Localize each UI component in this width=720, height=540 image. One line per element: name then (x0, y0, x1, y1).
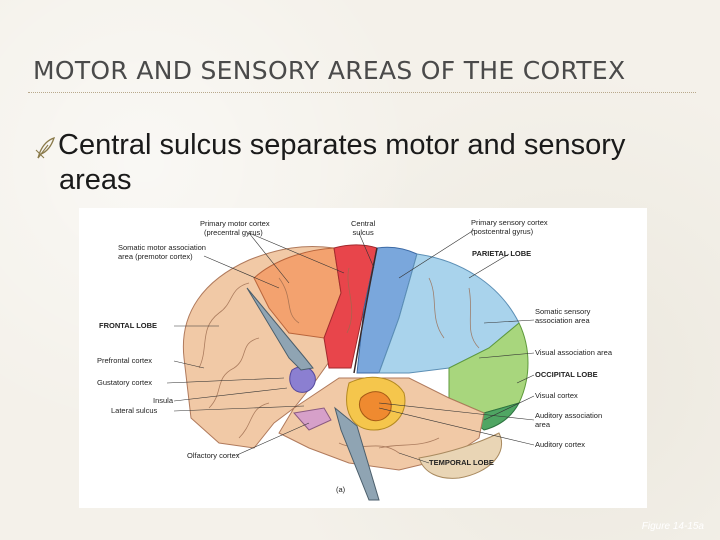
label-frontal-lobe: FRONTAL LOBE (99, 322, 157, 331)
title-divider (28, 92, 696, 93)
label-primary-motor: Primary motor cortex (precentral gyrus) (200, 220, 270, 237)
label-occipital-lobe: OCCIPITAL LOBE (535, 371, 598, 380)
label-somatic-motor: Somatic motor association area (premotor… (118, 244, 206, 261)
label-gustatory: Gustatory cortex (97, 379, 152, 388)
auditory-cortex-region (359, 392, 391, 421)
label-parietal-lobe: PARIETAL LOBE (472, 250, 531, 259)
label-visual-association: Visual association area (535, 349, 612, 358)
label-olfactory: Olfactory cortex (187, 452, 240, 461)
label-prefrontal: Prefrontal cortex (97, 357, 152, 366)
label-auditory-association: Auditory association area (535, 412, 602, 429)
label-somatic-sensory: Somatic sensory association area (535, 308, 590, 325)
bullet-text-line1: Central sulcus separates motor and senso… (58, 129, 625, 161)
bullet-item: Central sulcus separates motor and senso… (34, 128, 704, 198)
label-temporal-lobe: TEMPORAL LOBE (429, 459, 494, 468)
label-auditory-cortex: Auditory cortex (535, 441, 585, 450)
label-visual-cortex: Visual cortex (535, 392, 578, 401)
label-panel: (a) (336, 486, 345, 495)
gustatory-region (290, 367, 316, 393)
label-central-sulcus: Central sulcus (351, 220, 375, 237)
label-insula: Insula (153, 397, 173, 406)
slide-title: MOTOR AND SENSORY AREAS OF THE CORTEX (33, 56, 625, 85)
quill-pen-icon (34, 136, 58, 160)
label-lateral-sulcus: Lateral sulcus (111, 407, 157, 416)
label-primary-sensory: Primary sensory cortex (postcentral gyru… (471, 219, 548, 236)
brain-figure: Primary motor cortex (precentral gyrus) … (79, 208, 647, 508)
bullet-text-line2: areas (34, 163, 704, 198)
figure-caption: Figure 14-15a (642, 521, 704, 532)
